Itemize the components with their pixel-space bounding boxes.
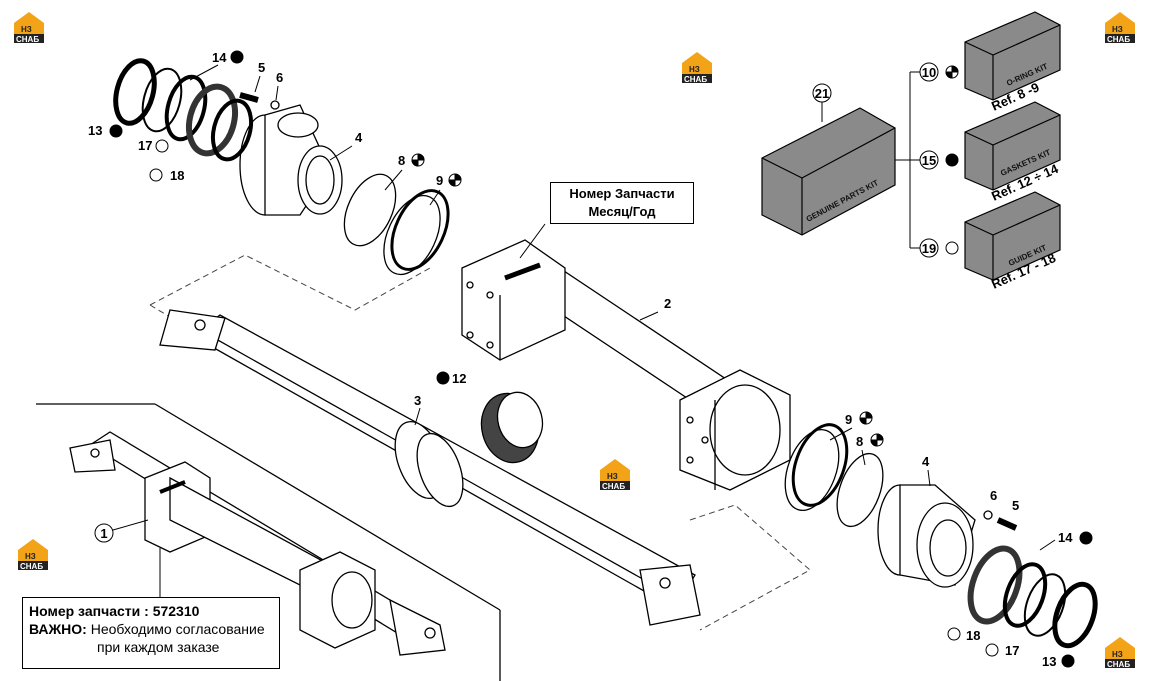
part-tag-line1: Номер Запчасти (569, 186, 675, 201)
callout-8-lower: 8 (856, 434, 863, 449)
logo-top-4: НЗ (607, 472, 618, 481)
callout-21: 21 (815, 86, 829, 101)
callout-5-lower: 5 (1012, 498, 1019, 513)
callout-12: 12 (452, 371, 466, 386)
logo-bottom-2: СНАБ (1107, 35, 1130, 44)
logo-top-2: НЗ (1112, 25, 1123, 34)
logo-top-3: НЗ (689, 65, 700, 74)
logo-bottom-4: СНАБ (602, 482, 625, 491)
wear-ring-item-12 (480, 391, 544, 464)
note-important-label: ВАЖНО: (29, 621, 87, 637)
logo-top-1: НЗ (21, 25, 32, 34)
callout-9-lower: 9 (845, 412, 852, 427)
note-important-line1: Необходимо согласование (90, 621, 265, 637)
dashed-assembly-lines (149, 254, 811, 631)
callout-19: 19 (922, 241, 936, 256)
callout-8-upper: 8 (398, 153, 405, 168)
callout-5-upper: 5 (258, 60, 265, 75)
note-part-label: Номер запчасти : (29, 603, 149, 619)
callout-14-upper: 14 (212, 50, 227, 65)
piston-rod-item-3 (159, 309, 701, 626)
callout-17-upper: 17 (138, 138, 152, 153)
logo-bottom-1: СНАБ (16, 35, 39, 44)
callout-1: 1 (100, 526, 107, 541)
circled-callouts (94, 62, 939, 543)
logo-top-6: НЗ (1112, 650, 1123, 659)
part-number-tag: Номер Запчасти Месяц/Год (550, 182, 694, 224)
callout-18-lower: 18 (966, 628, 980, 643)
callout-6-lower: 6 (990, 488, 997, 503)
logo-bottom-5: СНАБ (20, 562, 43, 571)
logo-bottom-6: СНАБ (1107, 660, 1130, 669)
callout-2: 2 (664, 296, 671, 311)
kit-tree-lines (821, 71, 920, 249)
logo-text: НЗ СНАБ НЗ СНАБ НЗ СНАБ НЗ СНАБ НЗ СНАБ … (16, 25, 1130, 669)
cylinder-barrel-item-2 (461, 239, 791, 491)
callout-3: 3 (414, 393, 421, 408)
callout-4-lower: 4 (922, 454, 930, 469)
callout-9-upper: 9 (436, 173, 443, 188)
part-tag-line2: Месяц/Год (588, 204, 656, 219)
symbol-markers (109, 50, 1093, 668)
part-note-box: Номер запчасти : 572310 ВАЖНО: Необходим… (22, 597, 280, 669)
note-important-line2: при каждом заказе (97, 639, 220, 655)
callout-18-upper: 18 (170, 168, 184, 183)
callout-13-upper: 13 (88, 123, 102, 138)
callout-10: 10 (922, 65, 936, 80)
leader-lines (159, 64, 1056, 598)
seals-upper (113, 58, 450, 276)
callout-13-lower: 13 (1042, 654, 1056, 669)
seals-lower (784, 423, 1098, 649)
callout-14-lower: 14 (1058, 530, 1073, 545)
gland-upper-item-4 (239, 104, 343, 216)
callout-4-upper: 4 (355, 130, 363, 145)
kit-boxes (761, 11, 1061, 281)
note-part-number: 572310 (152, 603, 200, 619)
callout-15: 15 (922, 153, 936, 168)
assembled-cylinder-item-1 (36, 403, 501, 681)
callout-17-lower: 17 (1005, 643, 1019, 658)
logo-top-5: НЗ (25, 552, 36, 561)
logo-bottom-3: СНАБ (684, 75, 707, 84)
gland-lower-item-4 (877, 484, 976, 588)
callout-6-upper: 6 (276, 70, 283, 85)
